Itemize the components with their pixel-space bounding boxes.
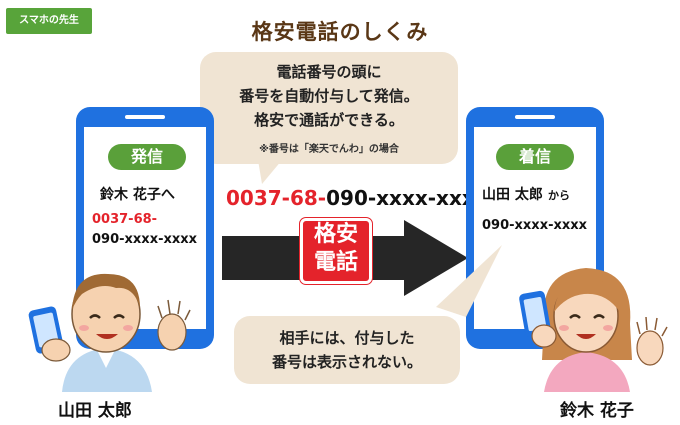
receiver-phone-speaker bbox=[515, 115, 555, 119]
caller-dial-number: 090-xxxx-xxxx bbox=[92, 232, 198, 247]
cheap-call-badge-line-2: 電話 bbox=[313, 250, 358, 275]
caller-phone-speaker bbox=[125, 115, 165, 119]
receiver-status-pill: 着信 bbox=[496, 144, 574, 170]
caller-man-illustration bbox=[28, 273, 191, 392]
caller-status-pill: 発信 bbox=[108, 144, 186, 170]
top-speech-bubble bbox=[200, 52, 458, 164]
receiver-caller-label: 山田 太郎 から bbox=[482, 184, 570, 204]
receiver-caller-name: 山田 太郎 bbox=[482, 187, 543, 203]
brand-badge: スマホの先生 bbox=[6, 8, 92, 34]
cheap-call-badge-line-1: 格安 bbox=[313, 222, 358, 247]
dialed-number: 0037-68-090-xxxx-xxxx bbox=[226, 186, 488, 210]
dialed-main-number: 090-xxxx-xxxx bbox=[326, 186, 488, 210]
dialed-prefix: 0037-68- bbox=[226, 186, 327, 210]
bottom-bubble-line-1: 相手には、付与した bbox=[279, 329, 415, 347]
bottom-bubble-text: 相手には、付与した 番号は表示されない。 bbox=[234, 326, 460, 374]
receiver-caller-suffix: から bbox=[547, 189, 570, 202]
page-title: 格安電話のしくみ bbox=[251, 20, 429, 44]
bottom-bubble-tail bbox=[436, 245, 502, 317]
caller-name: 山田 太郎 bbox=[58, 401, 132, 421]
caller-dial-prefix: 0037-68- bbox=[92, 212, 158, 227]
top-bubble-line-3: 格安で通話ができる。 bbox=[254, 111, 404, 129]
receiver-name: 鈴木 花子 bbox=[560, 401, 634, 421]
top-bubble-tail bbox=[258, 160, 282, 184]
bottom-speech-bubble bbox=[234, 316, 460, 384]
receiver-displayed-number: 090-xxxx-xxxx bbox=[482, 218, 588, 233]
top-bubble-text: 電話番号の頭に 番号を自動付与して発信。 格安で通話ができる。 bbox=[200, 60, 458, 132]
cheap-call-badge: 格安 電話 bbox=[300, 218, 372, 284]
caller-recipient-label: 鈴木 花子へ bbox=[100, 187, 175, 203]
bottom-bubble-line-2: 番号は表示されない。 bbox=[271, 353, 422, 371]
top-bubble-line-2: 番号を自動付与して発信。 bbox=[239, 87, 419, 105]
top-bubble-note: ※番号は「楽天でんわ」の場合 bbox=[259, 144, 399, 155]
receiver-woman-illustration bbox=[519, 268, 668, 392]
top-bubble-line-1: 電話番号の頭に bbox=[276, 63, 382, 81]
